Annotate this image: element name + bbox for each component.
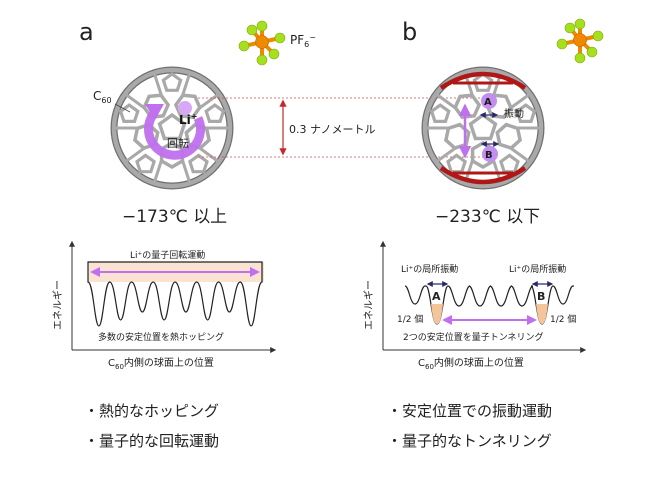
fluorine-atom (574, 52, 586, 64)
cage-red-rim-top (439, 71, 527, 90)
phosphorus-atom (573, 33, 587, 47)
fluorine-atom (592, 30, 604, 42)
temperature-a: −173℃ 以上 (122, 207, 227, 227)
pf6-molecule-b (556, 18, 604, 64)
cage-outer-pentagon (204, 103, 226, 124)
cage-outer-pentagon (515, 103, 537, 124)
cage-outer-pentagon (429, 103, 451, 124)
fluorine-atom (246, 24, 258, 36)
temperature-b: −233℃ 以下 (435, 207, 540, 227)
cage-outline (111, 67, 233, 189)
phosphorus-atom (255, 35, 269, 49)
local-vibration-label-left: Li⁺の局所振動 (401, 263, 458, 275)
fluorine-atom (268, 48, 280, 60)
li-ion-a (178, 101, 192, 115)
c60-cage-a (110, 66, 234, 190)
cage-outer-pentagon (188, 153, 209, 174)
cage-outer-pentagon (446, 153, 467, 174)
cage-center-pentagon (468, 112, 498, 141)
c60-cage-b (421, 66, 545, 190)
cage-outline (422, 67, 544, 189)
cage-bond (153, 74, 164, 98)
rotation-arrow (144, 104, 206, 160)
pf6-molecule-a (238, 20, 286, 66)
bullet-a-1: ・熱的なホッピング (84, 402, 219, 420)
site-b-label: B (485, 150, 493, 161)
c60-leader-line (114, 103, 131, 113)
x-axis-label-a: C60内側の球面上の位置 (108, 356, 214, 371)
x-axis-label-b: C60内側の球面上の位置 (418, 356, 524, 371)
cage-bond (125, 146, 147, 163)
rotation-label: 回転 (167, 137, 189, 150)
cage-outer-pentagon (499, 153, 520, 174)
well-b-fill (536, 304, 548, 324)
band-label-a: Li⁺の量子回転運動 (130, 250, 205, 261)
well-a-label: A (432, 290, 441, 303)
cage-hexagon (453, 93, 482, 119)
cage-bond (197, 93, 219, 110)
fluorine-atom (574, 18, 586, 30)
c60-label-a: C60 (93, 89, 112, 105)
fluorine-atom (256, 54, 268, 66)
energy-plot-a: エネルギー Li⁺の量子回転運動 多数の安定位置を熱ホッピング C60内側の球面… (52, 240, 277, 371)
local-vibration-label-right: Li⁺の局所振動 (509, 263, 566, 275)
energy-axis-label-a: エネルギー (52, 280, 64, 330)
half-label-right: 1/2 個 (550, 313, 576, 325)
cage-bond (436, 93, 458, 110)
cage-bond (180, 158, 191, 182)
fluorine-atom (564, 22, 576, 34)
panel-a-letter: a (79, 18, 94, 46)
energy-plot-b: エネルギー Li⁺の局所振動 Li⁺の局所振動 A B 1/2 個 1/2 個 … (363, 240, 587, 371)
fluorine-atom (556, 38, 568, 50)
distance-label: 0.3 ナノメートル (289, 123, 375, 136)
bullet-a-2: ・量子的な回転運動 (84, 432, 219, 450)
energy-axis-label-b: エネルギー (363, 280, 375, 330)
well-a-fill (431, 304, 443, 324)
cage-outer-pentagon (472, 72, 494, 92)
cage-bond (125, 93, 147, 110)
cage-outer-pentagon (135, 153, 156, 174)
site-a-ion (481, 93, 497, 109)
cage-outer-pentagon (118, 103, 140, 124)
cage-red-rim-bottom (439, 166, 527, 185)
well-b-label: B (537, 290, 545, 303)
vibration-label: 振動 (504, 107, 524, 120)
energy-curve-a (87, 261, 263, 327)
cage-bond (508, 146, 530, 163)
hopping-label: 多数の安定位置を熱ホッピング (98, 331, 224, 343)
tunnel-label: 2つの安定位置を量子トンネリング (403, 331, 544, 343)
fluorine-atom (256, 20, 268, 32)
fluorine-atom (274, 32, 286, 44)
cage-bond (180, 74, 191, 98)
cage-outer-pentagon (161, 72, 183, 92)
fluorine-atom (586, 46, 598, 58)
cage-bond (508, 93, 530, 110)
energy-curve-b (404, 285, 574, 325)
fluorine-atom (238, 40, 250, 52)
cage-bond (436, 146, 458, 163)
li-label-a: Li+ (179, 112, 197, 127)
anion-label: PF6− (290, 33, 316, 49)
half-label-left: 1/2 個 (397, 313, 423, 325)
cage-bond (197, 146, 219, 163)
site-a-label: A (484, 97, 492, 108)
bullet-b-2: ・量子的なトンネリング (387, 432, 552, 450)
bullet-b-1: ・安定位置での振動運動 (387, 402, 552, 420)
cage-center-pentagon (157, 112, 187, 141)
cage-bond (153, 158, 164, 182)
panel-b-letter: b (402, 18, 417, 46)
site-b-ion (482, 146, 498, 162)
